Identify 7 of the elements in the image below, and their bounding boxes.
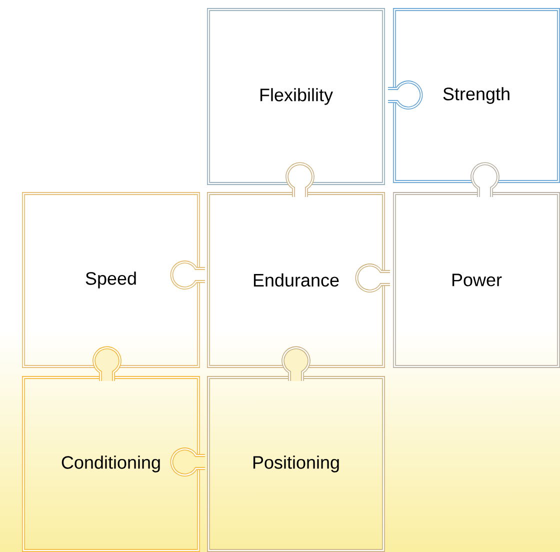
puzzle-piece: Endurance [207, 192, 385, 368]
puzzle-piece: Positioning [207, 376, 385, 552]
puzzle-piece: Flexibility [207, 8, 385, 185]
puzzle-piece: Speed [22, 192, 200, 368]
puzzle-piece: Power [393, 192, 560, 368]
puzzle-piece: Strength [393, 8, 560, 183]
puzzle-piece: Conditioning [22, 376, 200, 552]
